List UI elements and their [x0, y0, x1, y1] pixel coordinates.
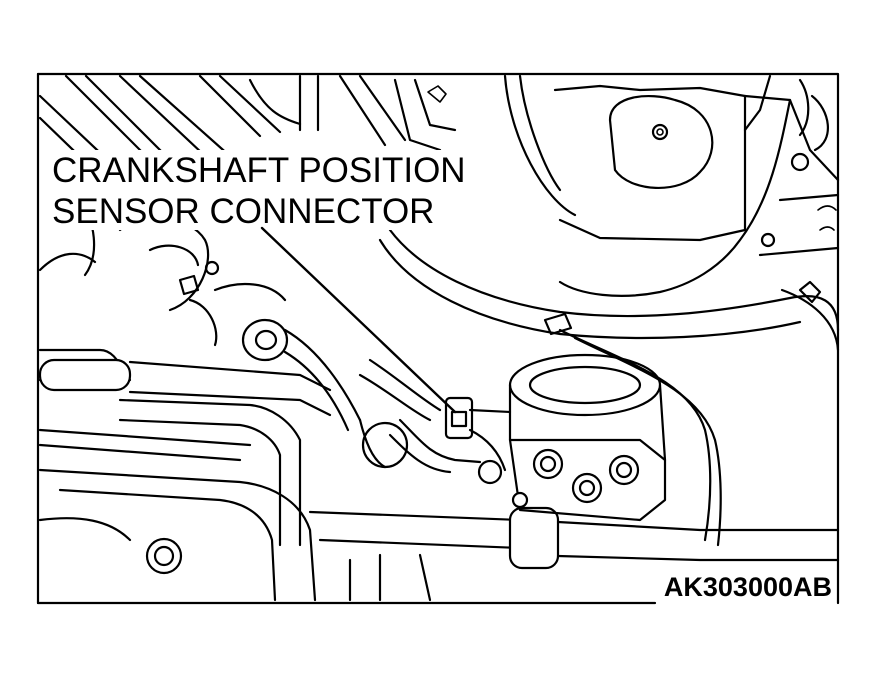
lower-tube: [308, 506, 840, 602]
boot-and-pipe: [241, 318, 409, 469]
illustration-frame: [36, 72, 840, 605]
engine-right-components: [503, 74, 840, 352]
figure-id: AK303000AB: [661, 572, 834, 603]
wiring-harness: [378, 98, 840, 547]
horizontal-tubes: [38, 348, 332, 547]
leader-line: [260, 226, 457, 414]
lower-cover: [38, 468, 317, 602]
mount-block: [508, 353, 667, 522]
callout-line-1: CRANKSHAFT POSITION: [52, 151, 466, 190]
callout-line-2: SENSOR CONNECTOR: [52, 192, 435, 231]
callout-backing: [48, 150, 493, 230]
callout-label: CRANKSHAFT POSITION SENSOR CONNECTOR: [52, 150, 466, 232]
